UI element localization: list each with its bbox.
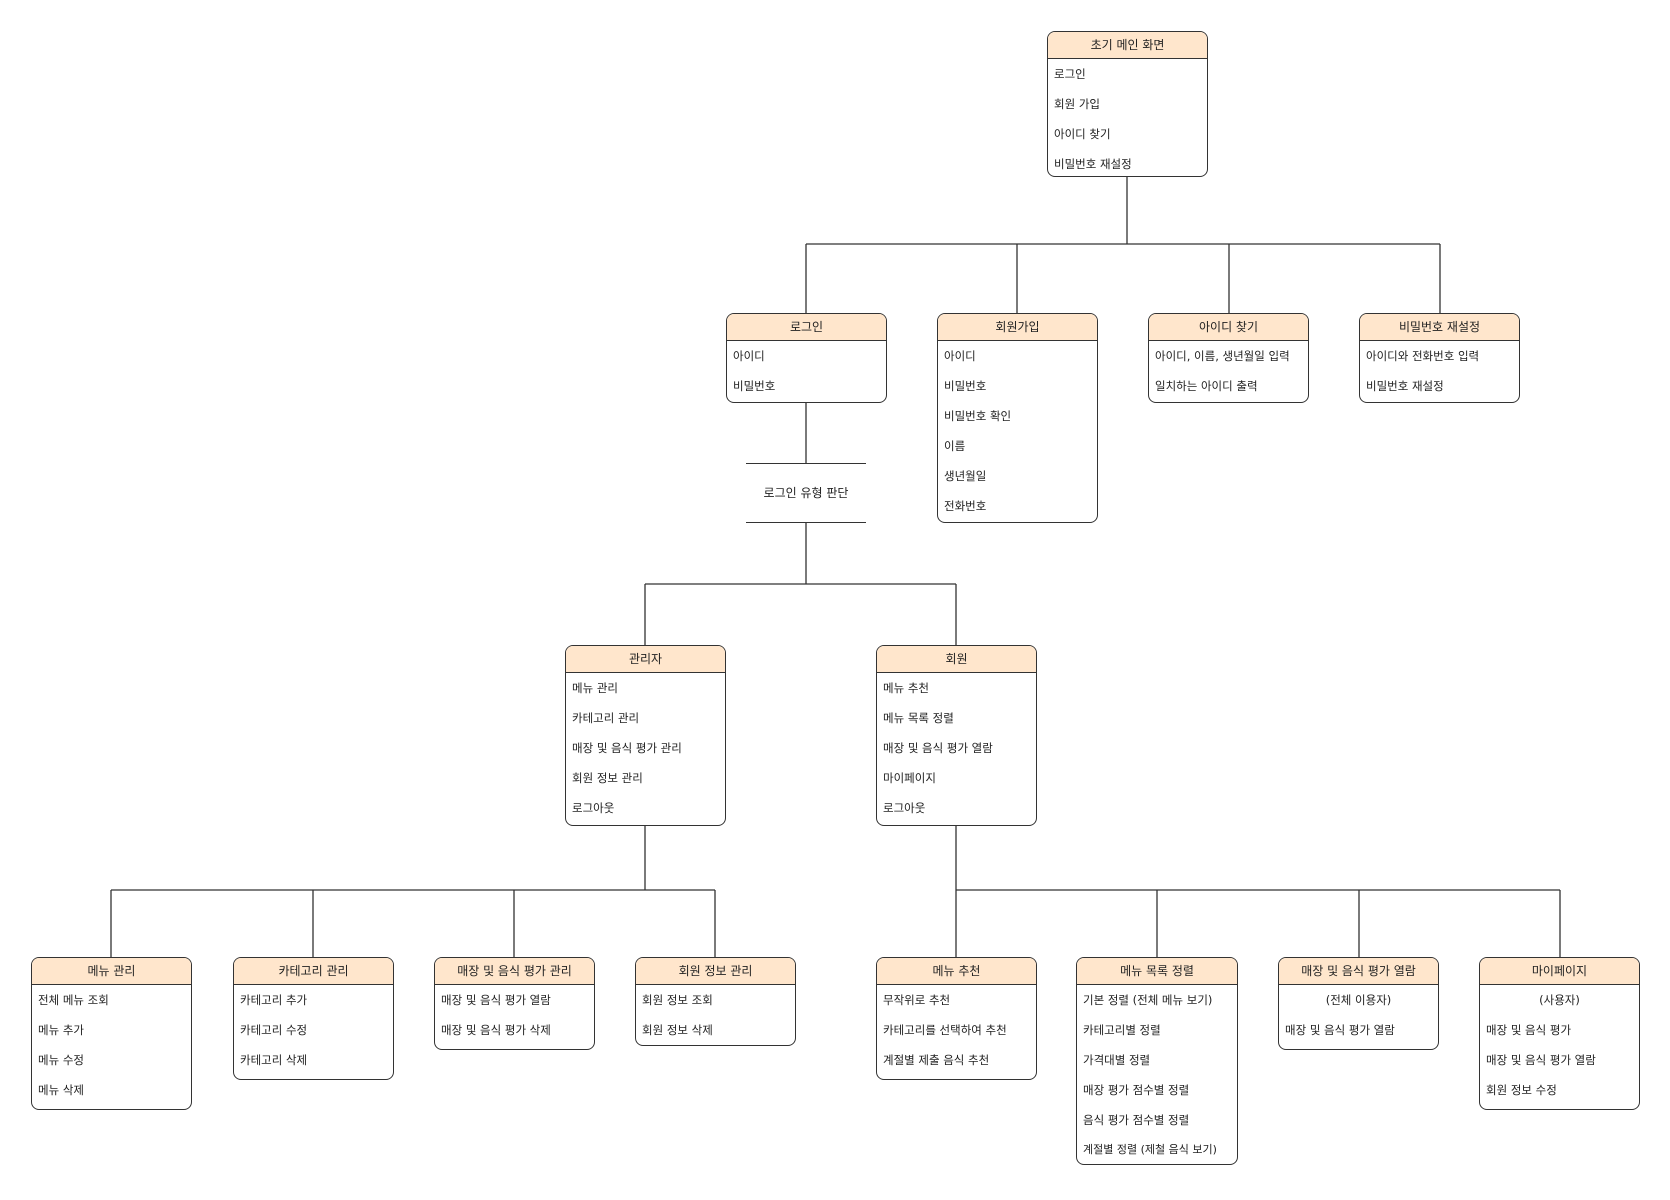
menu-manage-item: 메뉴 삭제	[38, 1083, 84, 1097]
category-manage-title: 카테고리 관리	[234, 958, 393, 985]
menu-sort-node: 메뉴 목록 정렬 기본 정렬 (전체 메뉴 보기) 카테고리별 정렬 가격대별 …	[1076, 957, 1238, 1165]
menu-sort-item: 계절별 정렬 (제철 음식 보기)	[1083, 1143, 1217, 1156]
find-id-node: 아이디 찾기 아이디, 이름, 생년월일 입력 일치하는 아이디 출력	[1148, 313, 1309, 403]
mypage-title: 마이페이지	[1480, 958, 1639, 985]
menu-manage-item: 전체 메뉴 조회	[38, 993, 109, 1007]
signup-title: 회원가입	[938, 314, 1097, 341]
menu-sort-item: 매장 평가 점수별 정렬	[1083, 1083, 1190, 1097]
member-item: 마이페이지	[883, 771, 936, 785]
root-item: 회원 가입	[1054, 97, 1100, 111]
admin-item: 카테고리 관리	[572, 711, 640, 725]
decision-top-bar	[746, 463, 866, 465]
reset-password-item: 비밀번호 재설정	[1366, 379, 1444, 393]
menu-recommend-item: 무작위로 추천	[883, 993, 951, 1007]
review-view-node: 매장 및 음식 평가 열람 (전체 이용자) 매장 및 음식 평가 열람	[1278, 957, 1439, 1050]
root-node: 초기 메인 화면 로그인 회원 가입 아이디 찾기 비밀번호 재설정	[1047, 31, 1208, 177]
member-manage-node: 회원 정보 관리 회원 정보 조회 회원 정보 삭제	[635, 957, 796, 1046]
member-title: 회원	[877, 646, 1036, 673]
member-manage-item: 회원 정보 조회	[642, 993, 713, 1007]
menu-sort-title: 메뉴 목록 정렬	[1077, 958, 1237, 985]
member-item: 메뉴 목록 정렬	[883, 711, 954, 725]
signup-item: 비밀번호	[944, 379, 987, 393]
review-view-item: 매장 및 음식 평가 열람	[1285, 1023, 1395, 1037]
menu-manage-item: 메뉴 수정	[38, 1053, 84, 1067]
member-item: 로그아웃	[883, 801, 926, 815]
reset-password-item: 아이디와 전화번호 입력	[1366, 349, 1480, 363]
category-manage-item: 카테고리 추가	[240, 993, 308, 1007]
login-node: 로그인 아이디 비밀번호	[726, 313, 887, 403]
menu-manage-title: 메뉴 관리	[32, 958, 191, 985]
admin-title: 관리자	[566, 646, 725, 673]
menu-recommend-item: 카테고리를 선택하여 추천	[883, 1023, 1007, 1037]
member-item: 매장 및 음식 평가 열람	[883, 741, 993, 755]
member-manage-title: 회원 정보 관리	[636, 958, 795, 985]
reset-password-node: 비밀번호 재설정 아이디와 전화번호 입력 비밀번호 재설정	[1359, 313, 1520, 403]
menu-sort-item: 가격대별 정렬	[1083, 1053, 1151, 1067]
review-manage-item: 매장 및 음식 평가 열람	[441, 993, 551, 1007]
member-item: 메뉴 추천	[883, 681, 929, 695]
mypage-item: 매장 및 음식 평가 열람	[1486, 1053, 1596, 1067]
mypage-item: 매장 및 음식 평가	[1486, 1023, 1572, 1037]
login-item: 아이디	[733, 349, 765, 363]
member-node: 회원 메뉴 추천 메뉴 목록 정렬 매장 및 음식 평가 열람 마이페이지 로그…	[876, 645, 1037, 826]
find-id-item: 아이디, 이름, 생년월일 입력	[1155, 349, 1290, 363]
category-manage-item: 카테고리 수정	[240, 1023, 308, 1037]
category-manage-item: 카테고리 삭제	[240, 1053, 308, 1067]
admin-item: 메뉴 관리	[572, 681, 618, 695]
login-item: 비밀번호	[733, 379, 776, 393]
signup-item: 이름	[944, 439, 966, 453]
signup-item: 아이디	[944, 349, 976, 363]
root-item: 아이디 찾기	[1054, 127, 1111, 141]
review-manage-item: 매장 및 음식 평가 삭제	[441, 1023, 551, 1037]
decision-bottom-bar	[746, 521, 866, 523]
menu-recommend-item: 계절별 제출 음식 추천	[883, 1053, 990, 1067]
menu-manage-item: 메뉴 추가	[38, 1023, 84, 1037]
review-manage-node: 매장 및 음식 평가 관리 매장 및 음식 평가 열람 매장 및 음식 평가 삭…	[434, 957, 595, 1050]
menu-sort-item: 음식 평가 점수별 정렬	[1083, 1113, 1190, 1127]
menu-manage-node: 메뉴 관리 전체 메뉴 조회 메뉴 추가 메뉴 수정 메뉴 삭제	[31, 957, 192, 1110]
root-item: 로그인	[1054, 67, 1086, 81]
admin-item: 회원 정보 관리	[572, 771, 643, 785]
admin-item: 매장 및 음식 평가 관리	[572, 741, 682, 755]
login-type-decision: 로그인 유형 판단	[746, 463, 866, 523]
find-id-item: 일치하는 아이디 출력	[1155, 379, 1258, 393]
review-view-item: (전체 이용자)	[1325, 993, 1392, 1007]
mypage-item: (사용자)	[1539, 993, 1580, 1007]
admin-item: 로그아웃	[572, 801, 615, 815]
review-view-title: 매장 및 음식 평가 열람	[1279, 958, 1438, 985]
category-manage-node: 카테고리 관리 카테고리 추가 카테고리 수정 카테고리 삭제	[233, 957, 394, 1080]
login-title: 로그인	[727, 314, 886, 341]
signup-item: 전화번호	[944, 499, 987, 513]
signup-item: 생년월일	[944, 469, 987, 483]
menu-recommend-node: 메뉴 추천 무작위로 추천 카테고리를 선택하여 추천 계절별 제출 음식 추천	[876, 957, 1037, 1080]
member-manage-item: 회원 정보 삭제	[642, 1023, 713, 1037]
signup-item: 비밀번호 확인	[944, 409, 1012, 423]
root-title: 초기 메인 화면	[1048, 32, 1207, 59]
menu-sort-item: 카테고리별 정렬	[1083, 1023, 1161, 1037]
menu-recommend-title: 메뉴 추천	[877, 958, 1036, 985]
root-item: 비밀번호 재설정	[1054, 157, 1132, 171]
reset-password-title: 비밀번호 재설정	[1360, 314, 1519, 341]
admin-node: 관리자 메뉴 관리 카테고리 관리 매장 및 음식 평가 관리 회원 정보 관리…	[565, 645, 726, 826]
menu-sort-item: 기본 정렬 (전체 메뉴 보기)	[1083, 993, 1213, 1007]
review-manage-title: 매장 및 음식 평가 관리	[435, 958, 594, 985]
mypage-node: 마이페이지 (사용자) 매장 및 음식 평가 매장 및 음식 평가 열람 회원 …	[1479, 957, 1640, 1110]
mypage-item: 회원 정보 수정	[1486, 1083, 1557, 1097]
find-id-title: 아이디 찾기	[1149, 314, 1308, 341]
decision-label: 로그인 유형 판단	[763, 486, 849, 500]
signup-node: 회원가입 아이디 비밀번호 비밀번호 확인 이름 생년월일 전화번호	[937, 313, 1098, 523]
